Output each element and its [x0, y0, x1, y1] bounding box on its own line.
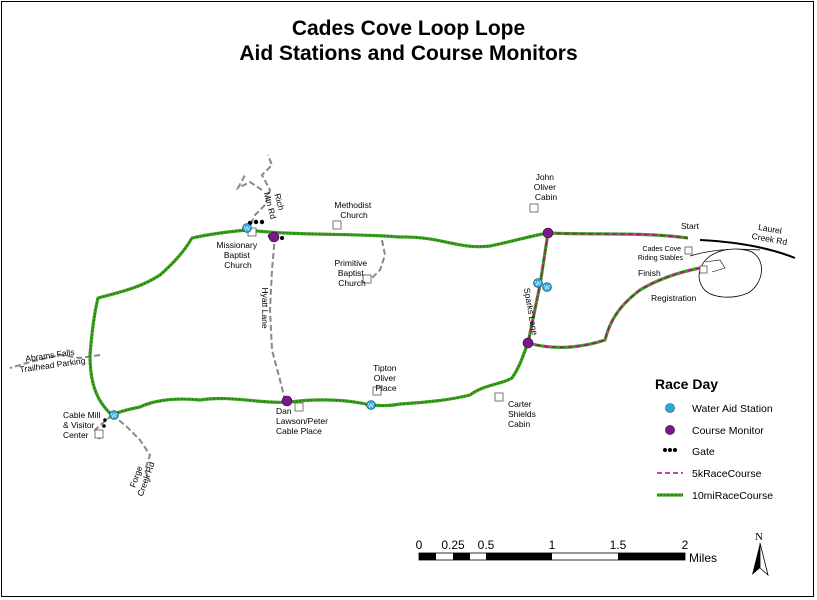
methodist-church-label: Methodist Church: [334, 200, 373, 220]
water-symbol: W: [244, 227, 250, 233]
gate-markers: [102, 219, 284, 428]
laurel-creek-rd-label: Laurel Creek Rd: [751, 221, 790, 247]
water-aid-markers: W W W W W: [109, 223, 552, 420]
missionary-baptist-label: Missionary Baptist Church: [217, 240, 260, 270]
legend-item-monitor: Course Monitor: [665, 425, 764, 437]
scale-tick-1: 1: [549, 538, 556, 552]
gate-icon: [663, 448, 677, 452]
water-aid-icon: [665, 403, 675, 413]
north-label: N: [755, 531, 763, 543]
riding-stables-road: [689, 248, 761, 257]
primitive-baptist-label: Primitive Baptist Church: [335, 258, 370, 288]
cable-mill-label: Cable Mill & Visitor Center: [63, 410, 103, 440]
forge-creek-rd-label: Forge Creek Rd: [126, 457, 157, 498]
scale-unit: Miles: [689, 551, 717, 565]
legend-label-5k: 5kRaceCourse: [692, 468, 762, 480]
course-monitor-icon: [665, 425, 675, 435]
title-line-1: Cades Cove Loop Lope: [291, 17, 526, 40]
place-markers: [94, 203, 708, 439]
abrams-falls-label: Abrams Falls Trailhead Parking: [17, 345, 86, 374]
legend-item-5k: 5kRaceCourse: [657, 468, 762, 480]
legend-item-10mi: 10miRaceCourse: [657, 490, 773, 502]
start-label: Start: [681, 221, 700, 231]
side-roads: [9, 154, 387, 483]
north-arrow-icon: [752, 543, 760, 575]
legend: Race Day Water Aid Station Course Monito…: [655, 376, 773, 502]
water-symbol: W: [544, 286, 550, 292]
legend-title: Race Day: [655, 376, 718, 392]
scale-bar: 0 0.25 0.5 1 1.5 2 Miles: [416, 538, 717, 565]
legend-item-gate: Gate: [663, 446, 715, 458]
legend-label-water: Water Aid Station: [692, 403, 773, 415]
dan-lawson-label: Dan Lawson/Peter Cable Place: [276, 406, 330, 436]
laurel-creek-road: [699, 239, 796, 259]
legend-label-gate: Gate: [692, 446, 715, 458]
scale-tick-2: 2: [682, 538, 689, 552]
scale-tick-1.5: 1.5: [610, 538, 627, 552]
john-oliver-cabin-label: John Oliver Cabin: [534, 172, 559, 202]
hyatt-lane-label: Hyatt Lane: [260, 287, 270, 328]
rich-mtn-rd-label: Rich Mtn Rd: [262, 188, 288, 220]
tipton-oliver-label: Tipton Oliver Place: [373, 363, 399, 393]
registration-label: Registration: [651, 293, 697, 303]
legend-item-water: Water Aid Station: [665, 403, 773, 415]
legend-label-monitor: Course Monitor: [692, 425, 764, 437]
title-line-2: Aid Stations and Course Monitors: [239, 42, 578, 65]
water-symbol: W: [111, 414, 117, 420]
legend-label-10mi: 10miRaceCourse: [692, 490, 773, 502]
carter-shields-label: Carter Shields Cabin: [508, 399, 538, 429]
course-monitor-markers: [268, 227, 554, 407]
place-labels: Missionary Baptist Church Methodist Chur…: [17, 172, 790, 498]
scale-tick-0.5: 0.5: [478, 538, 495, 552]
water-symbol: W: [368, 404, 374, 410]
water-symbol: W: [535, 282, 541, 288]
north-arrow: N: [752, 531, 769, 577]
map-title: Cades Cove Loop Lope Aid Stations and Co…: [0, 16, 817, 66]
finish-label: Finish: [638, 268, 661, 278]
scale-tick-0: 0: [416, 538, 423, 552]
scale-tick-0.25: 0.25: [441, 538, 465, 552]
riding-stables-label: Cades Cove Riding Stables: [638, 246, 684, 262]
finish-area-drive: [704, 259, 726, 273]
finish-area-loop: [698, 248, 762, 298]
